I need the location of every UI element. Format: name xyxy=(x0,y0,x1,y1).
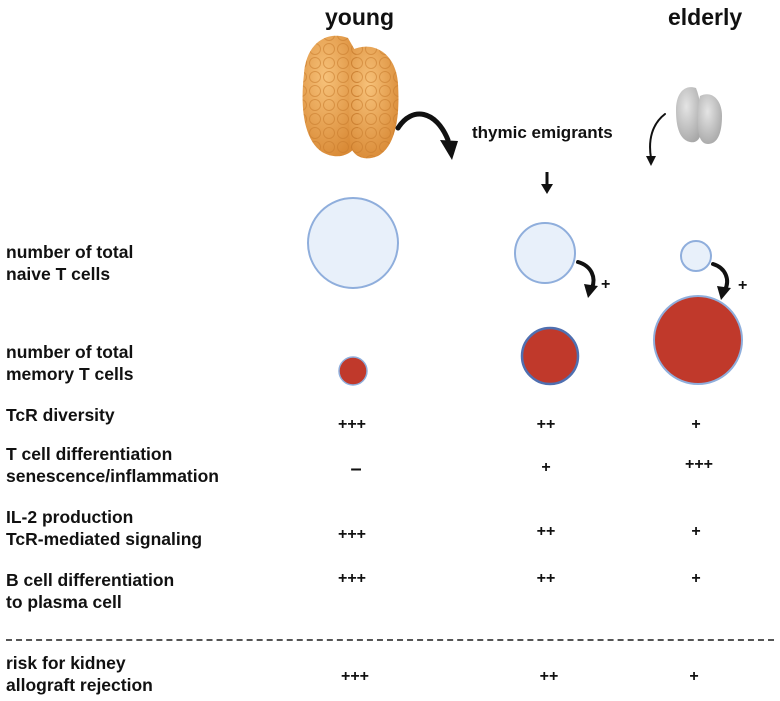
value-differentiation-middle: + xyxy=(541,459,551,476)
memory-cells-middle-circle xyxy=(520,326,580,386)
conversion-mark-elderly: + xyxy=(738,277,748,294)
value-il2-young: +++ xyxy=(337,526,367,543)
value-b-cell-middle: ++ xyxy=(536,570,556,587)
thymic-emigrants-label: thymic emigrants xyxy=(472,123,613,142)
naive-cells-young-circle xyxy=(307,197,399,289)
thymus-elderly-icon xyxy=(676,87,722,144)
value-il2-middle: ++ xyxy=(536,523,556,540)
value-kidney-risk-elderly: + xyxy=(689,668,699,685)
value-differentiation-elderly: +++ xyxy=(684,456,714,473)
thymus-young-icon xyxy=(302,35,399,159)
row-label-tcr-diversity: TcR diversity xyxy=(6,405,115,425)
memory-cells-elderly-circle xyxy=(653,295,743,385)
row-label-b-cell-differentiation: B cell differentiation to plasma cell xyxy=(6,570,175,612)
column-header-elderly: elderly xyxy=(668,4,743,30)
value-kidney-risk-middle: ++ xyxy=(539,668,559,685)
row-label-il2-production: IL-2 production TcR-mediated signaling xyxy=(6,507,203,549)
naive-cells-elderly-circle xyxy=(680,240,712,272)
curved-arrow-icon xyxy=(711,262,731,300)
curved-arrow-icon xyxy=(395,111,458,160)
curved-arrow-icon xyxy=(646,113,666,166)
row-label-naive-t-cells: number of total naive T cells xyxy=(6,242,134,284)
value-b-cell-elderly: + xyxy=(691,570,701,587)
curved-arrow-icon xyxy=(576,260,598,298)
value-tcr-diversity-elderly: + xyxy=(691,416,701,433)
row-label-kidney-rejection-risk: risk for kidney allograft rejection xyxy=(6,653,153,695)
value-differentiation-young: – xyxy=(350,458,362,480)
value-tcr-diversity-young: +++ xyxy=(337,416,367,433)
naive-cells-middle-circle xyxy=(514,222,576,284)
conversion-mark-middle: + xyxy=(601,276,611,293)
down-arrow-icon xyxy=(541,172,553,194)
memory-cells-young-circle xyxy=(338,356,368,386)
column-header-young: young xyxy=(325,4,394,30)
value-b-cell-young: +++ xyxy=(337,570,367,587)
value-tcr-diversity-middle: ++ xyxy=(536,416,556,433)
row-label-t-cell-differentiation: T cell differentiation senescence/inflam… xyxy=(6,444,219,486)
value-il2-elderly: + xyxy=(691,523,701,540)
row-label-memory-t-cells: number of total memory T cells xyxy=(6,342,134,384)
value-kidney-risk-young: +++ xyxy=(340,668,370,685)
section-divider xyxy=(6,639,774,641)
